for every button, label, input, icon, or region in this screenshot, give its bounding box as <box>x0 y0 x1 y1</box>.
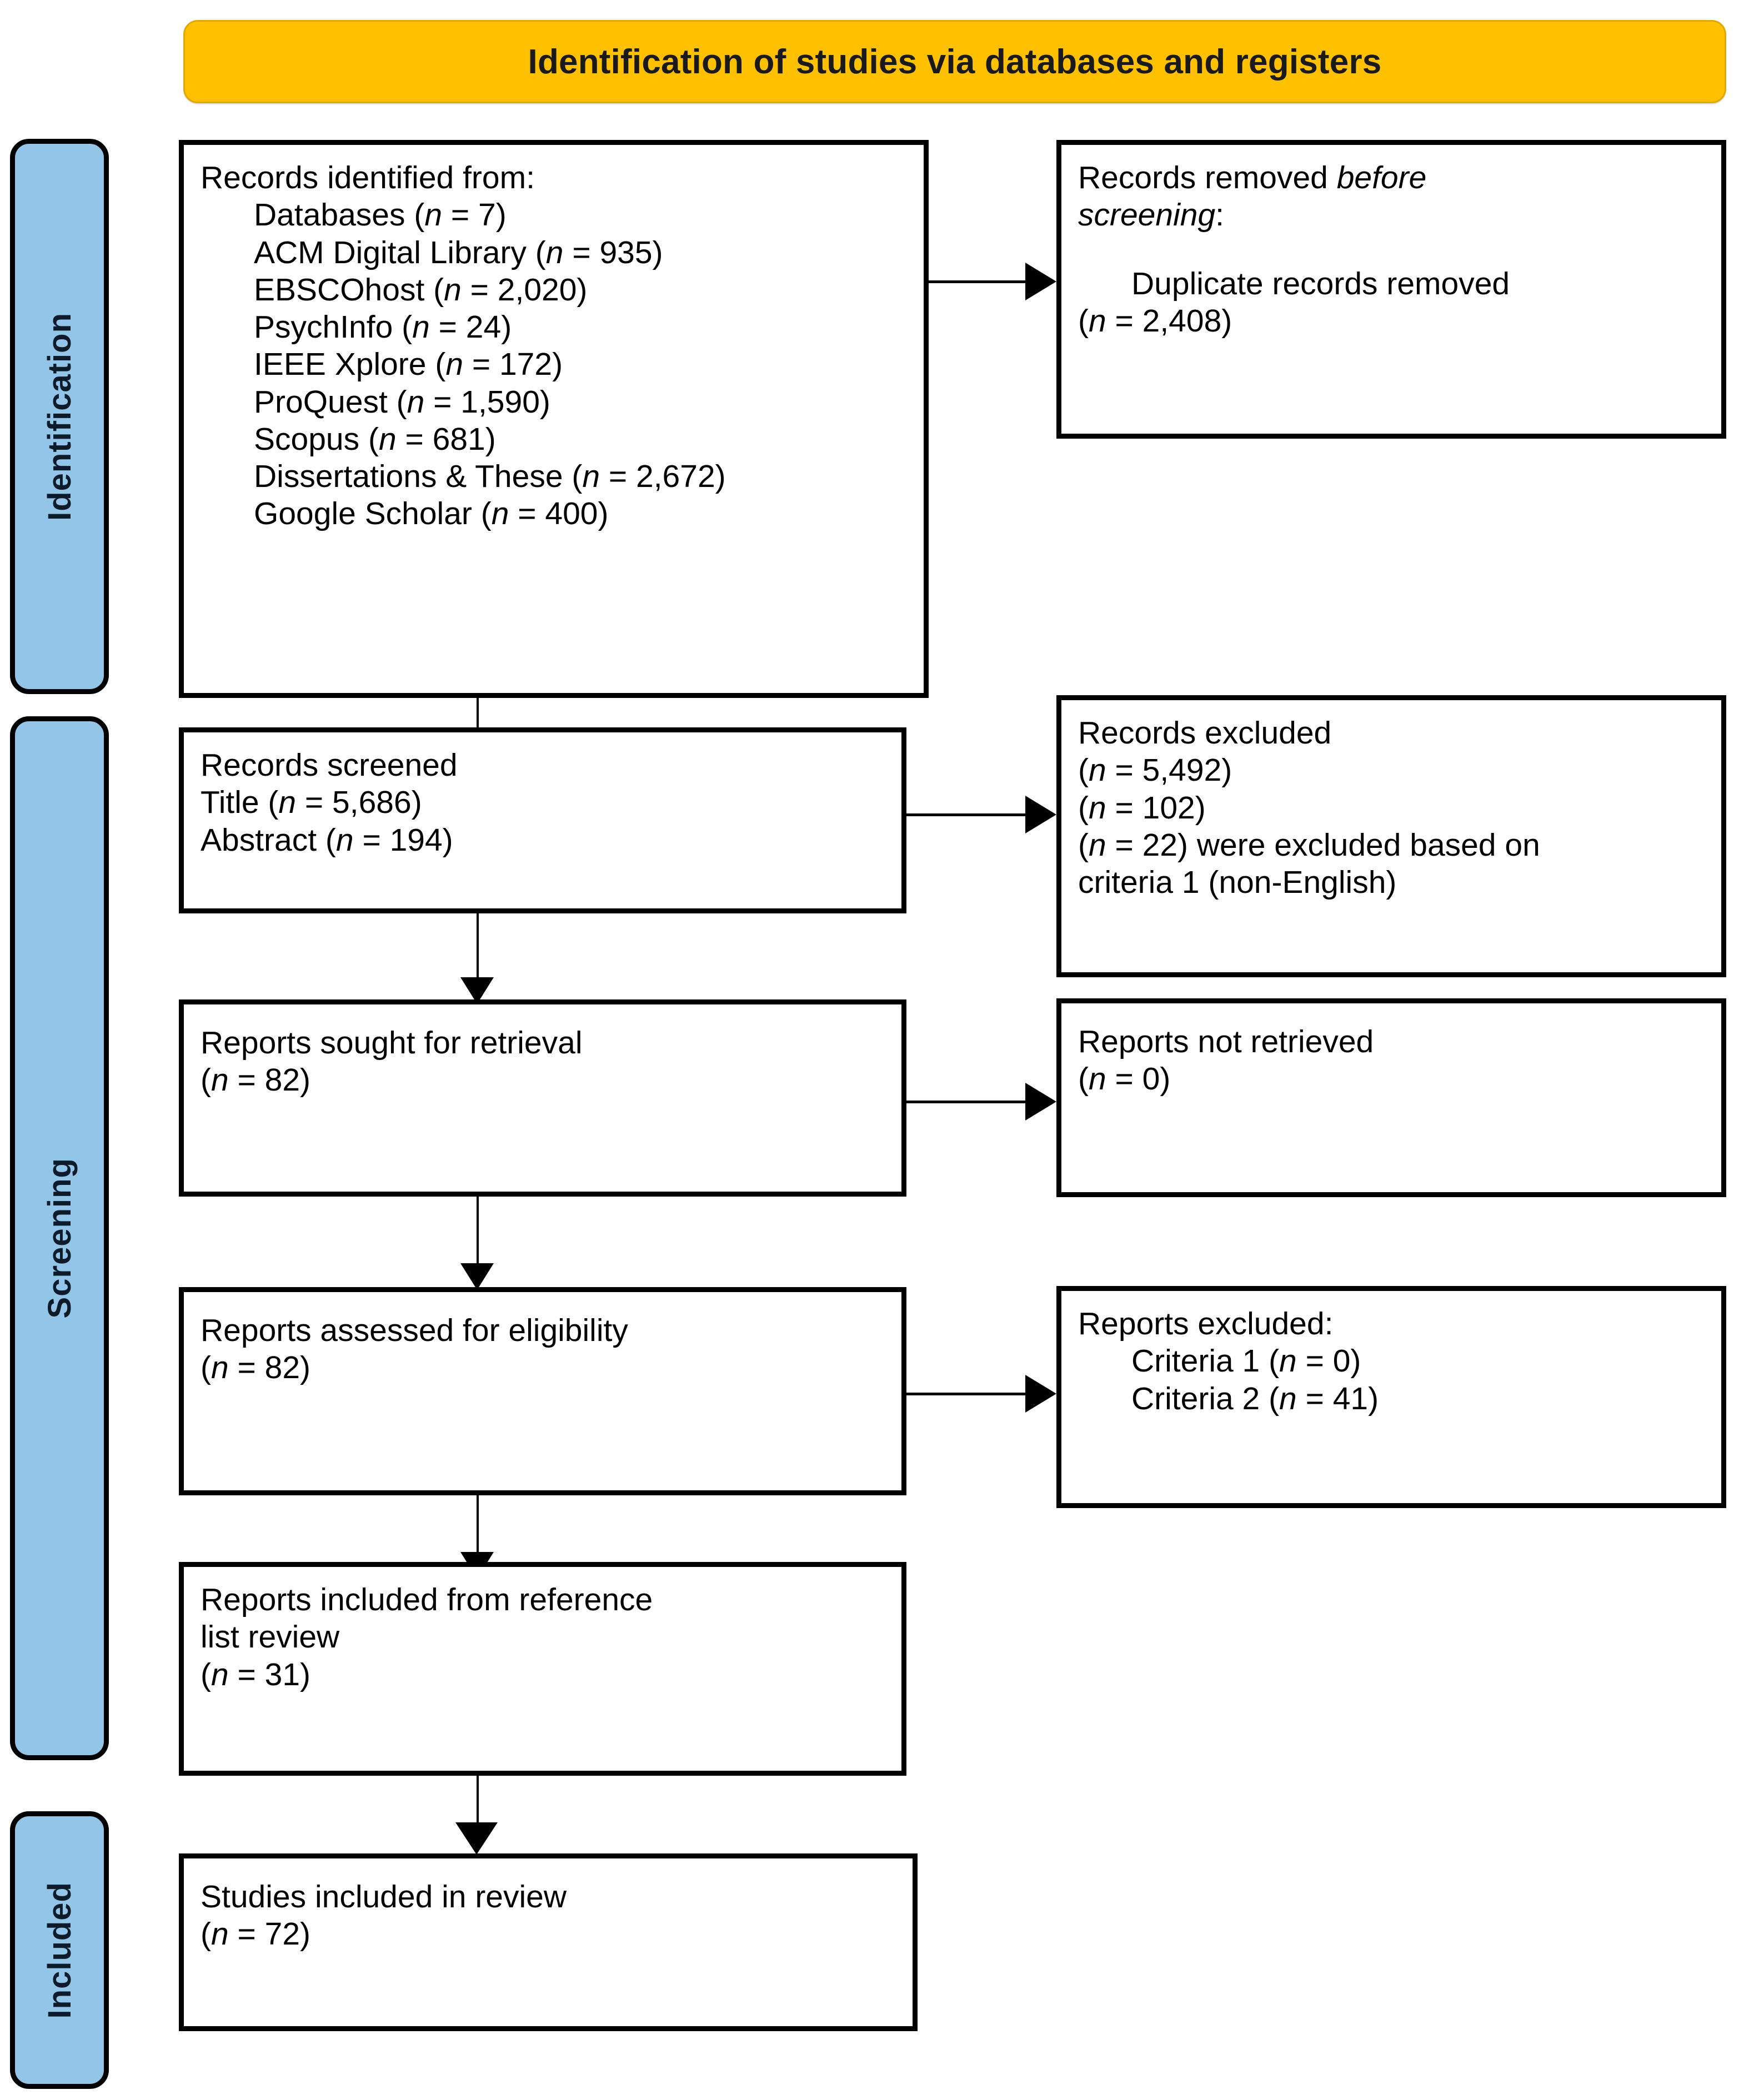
records-excluded-title: Records excluded <box>1078 715 1332 751</box>
connector-reference-list-to-studies-included <box>477 1776 479 1848</box>
records-identified-item: IEEE Xplore (n = 172) <box>254 346 563 383</box>
reports-assessed-title: Reports assessed for eligibility <box>201 1313 628 1348</box>
reports-sought-count: (n = 82) <box>201 1062 311 1098</box>
connector-screened-to-sought <box>477 913 479 986</box>
records-identified-item: EBSCOhost (n = 2,020) <box>254 272 588 308</box>
reference-list-count: (n = 31) <box>201 1656 311 1692</box>
records-removed-title-a: Records removed <box>1078 160 1337 195</box>
box-records-removed-before-screening: Records removed before screening: Duplic… <box>1056 140 1726 439</box>
connector-assessed-to-reference-list <box>477 1495 479 1562</box>
connector-sought-to-not-retrieved <box>906 1101 1030 1103</box>
records-identified-item: Scopus (n = 681) <box>254 421 496 457</box>
stage-label-identification-text: Identification <box>41 312 78 521</box>
stage-label-included: Included <box>10 1811 109 2089</box>
stage-label-identification: Identification <box>10 139 109 694</box>
reports-not-retrieved-title: Reports not retrieved <box>1078 1024 1374 1059</box>
arrowhead-assessed-to-reports-excluded <box>1025 1375 1056 1413</box>
box-reports-sought-for-retrieval: Reports sought for retrieval (n = 82) <box>179 999 906 1197</box>
box-studies-included-in-review: Studies included in review (n = 72) <box>179 1853 918 2031</box>
stage-label-screening-text: Screening <box>41 1158 78 1319</box>
records-identified-item: ProQuest (n = 1,590) <box>254 384 550 420</box>
box-reports-assessed-for-eligibility: Reports assessed for eligibility (n = 82… <box>179 1287 906 1495</box>
stage-label-included-text: Included <box>41 1881 78 2019</box>
records-removed-title-b: before <box>1336 160 1427 195</box>
records-screened-title: Records screened <box>201 747 458 783</box>
box-reports-not-retrieved: Reports not retrieved (n = 0) <box>1056 998 1726 1197</box>
reports-assessed-count: (n = 82) <box>201 1350 311 1386</box>
reports-sought-title: Reports sought for retrieval <box>201 1025 583 1061</box>
reports-excluded-criteria-1: Criteria 1 (n = 0) <box>1131 1343 1361 1379</box>
records-identified-title: Records identified from: <box>201 160 535 195</box>
connector-assessed-to-reports-excluded <box>906 1393 1030 1395</box>
records-identified-item: Google Scholar (n = 400) <box>254 496 609 532</box>
arrowhead-sought-to-not-retrieved <box>1025 1083 1056 1121</box>
arrowhead-sought-to-assessed <box>460 1263 494 1290</box>
connector-screened-to-excluded <box>906 813 1030 816</box>
box-records-identified: Records identified from: Databases (n = … <box>179 140 929 698</box>
duplicate-records-removed-count: (n = 2,408) <box>1078 303 1232 339</box>
stage-label-screening: Screening <box>10 716 109 1760</box>
arrowhead-screened-to-excluded <box>1025 796 1056 833</box>
box-reports-excluded: Reports excluded: Criteria 1 (n = 0) Cri… <box>1056 1286 1726 1508</box>
records-excluded-line-1: (n = 5,492) <box>1078 752 1232 788</box>
box-records-screened: Records screened Title (n = 5,686) Abstr… <box>179 727 906 913</box>
records-screened-title-count: Title (n = 5,686) <box>201 785 422 821</box>
box-reports-included-from-reference-list: Reports included from reference list rev… <box>179 1562 906 1776</box>
records-excluded-line-2: (n = 102) <box>1078 790 1206 826</box>
arrowhead-identified-to-removed <box>1025 263 1056 300</box>
studies-included-title: Studies included in review <box>201 1879 567 1915</box>
records-removed-title-line1: Records removed before <box>1078 159 1705 197</box>
arrowhead-reference-list-to-studies-included <box>455 1822 498 1855</box>
box-records-excluded: Records excluded (n = 5,492) (n = 102) (… <box>1056 695 1726 977</box>
connector-identified-to-removed <box>929 280 1030 283</box>
records-removed-title-c: screening <box>1078 197 1216 233</box>
records-identified-item: ACM Digital Library (n = 935) <box>254 234 663 270</box>
studies-included-count: (n = 72) <box>201 1916 311 1952</box>
reference-list-line-2: list review <box>201 1619 340 1655</box>
records-removed-title-line2: screening: <box>1078 197 1705 234</box>
reference-list-line-1: Reports included from reference <box>201 1582 653 1617</box>
reports-excluded-title: Reports excluded: <box>1078 1306 1334 1342</box>
diagram-title-banner: Identification of studies via databases … <box>183 20 1726 103</box>
reports-not-retrieved-count: (n = 0) <box>1078 1061 1171 1097</box>
records-excluded-line-3: (n = 22) were excluded based on <box>1078 827 1540 863</box>
records-identified-item: PsychInfo (n = 24) <box>254 309 512 345</box>
records-identified-item: Databases (n = 7) <box>254 197 507 233</box>
reports-excluded-criteria-2: Criteria 2 (n = 41) <box>1131 1380 1379 1416</box>
connector-identified-to-screened <box>477 698 479 731</box>
diagram-title: Identification of studies via databases … <box>528 42 1382 81</box>
connector-sought-to-assessed <box>477 1197 479 1272</box>
duplicate-records-removed-label: Duplicate records removed <box>1131 265 1510 302</box>
records-excluded-line-4: criteria 1 (non-English) <box>1078 865 1397 900</box>
records-removed-title-d: : <box>1215 197 1224 233</box>
records-screened-abstract-count: Abstract (n = 194) <box>201 822 453 858</box>
records-identified-item: Dissertations & These (n = 2,672) <box>254 459 726 494</box>
